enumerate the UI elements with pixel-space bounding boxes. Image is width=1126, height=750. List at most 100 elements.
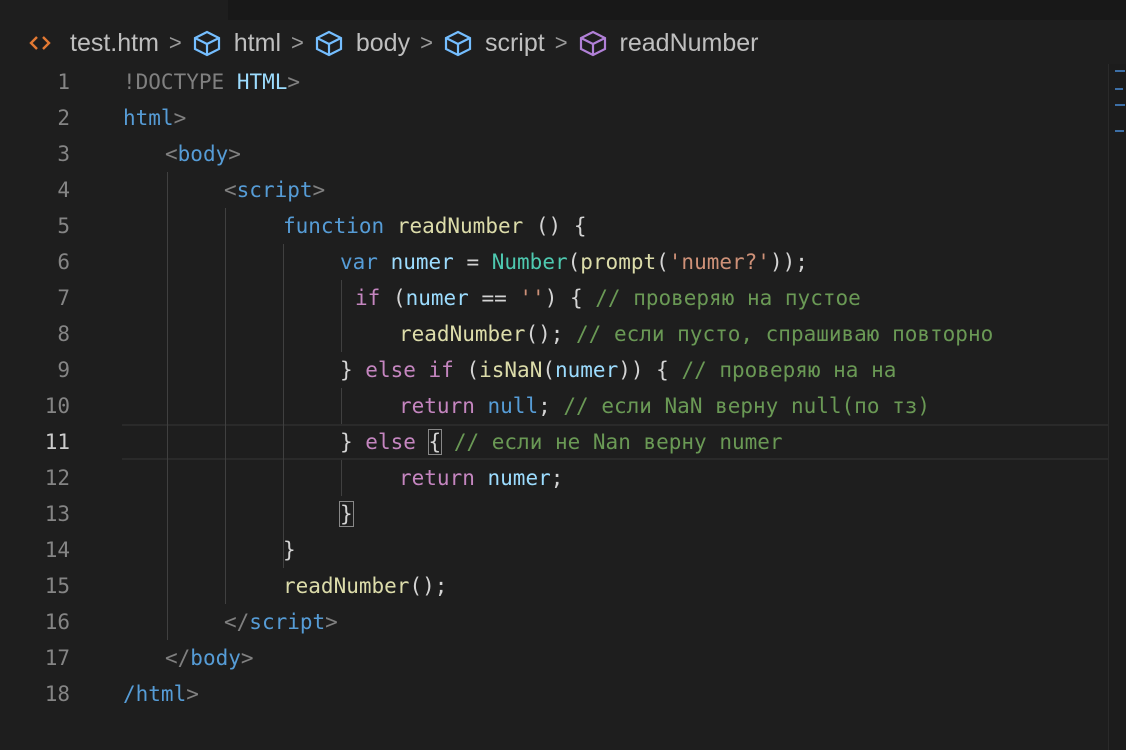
token: numer	[405, 286, 469, 310]
code-text: var numer = Number(prompt('numer?'));	[340, 244, 808, 280]
code-text: </body>	[165, 640, 254, 676]
line-number: 8	[57, 322, 70, 346]
breadcrumb: test.htm > html > body > script > readNu…	[28, 26, 759, 60]
breadcrumb-label: test.htm	[70, 28, 159, 57]
token: numer	[487, 466, 551, 490]
code-line[interactable]: 6 var numer = Number(prompt('numer?'));	[0, 244, 1108, 280]
token: HTML	[236, 70, 288, 94]
current-line-highlight	[122, 424, 1108, 460]
token: numer	[555, 358, 619, 382]
token	[416, 430, 429, 454]
code-line[interactable]: 14 }	[0, 532, 1108, 568]
token	[441, 430, 454, 454]
token: 'numer?'	[668, 250, 770, 274]
code-text: readNumber(); // если пусто, спрашиваю п…	[399, 316, 993, 352]
breadcrumb-item-html[interactable]: html	[192, 29, 281, 58]
token: =	[453, 250, 492, 274]
cube-icon	[314, 29, 348, 57]
token: (	[453, 358, 480, 382]
code-text: } else if (isNaN(numer)) { // проверяю н…	[340, 352, 896, 388]
indent-guide	[283, 244, 284, 568]
tab-bar	[0, 0, 1126, 20]
token: return	[399, 466, 475, 490]
line-number: 3	[57, 142, 70, 166]
breadcrumb-separator: >	[291, 30, 304, 55]
indent-guide	[225, 208, 226, 604]
code-editor[interactable]: 1 !DOCTYPE HTML> 2 html> 3 <body> 4 <scr…	[0, 64, 1108, 750]
code-line[interactable]: 18 /html>	[0, 676, 1108, 712]
code-line[interactable]: 9 } else if (isNaN(numer)) { // проверяю…	[0, 352, 1108, 388]
token: var	[340, 250, 378, 274]
line-number: 7	[57, 286, 70, 310]
code-line[interactable]: 16 </script>	[0, 604, 1108, 640]
token: body	[190, 646, 241, 670]
indent-guide	[341, 280, 342, 352]
line-number: 12	[44, 466, 70, 490]
token: isNaN	[479, 358, 543, 382]
code-line[interactable]: 17 </body>	[0, 640, 1108, 676]
code-line[interactable]: 8 readNumber(); // если пусто, спрашиваю…	[0, 316, 1108, 352]
token: >	[186, 682, 199, 706]
token: else	[365, 358, 416, 382]
code-line[interactable]: 4 <script>	[0, 172, 1108, 208]
code-line[interactable]: 5 function readNumber () {	[0, 208, 1108, 244]
code-text: <script>	[224, 172, 325, 208]
token: >	[240, 646, 254, 670]
code-line[interactable]: 2 html>	[0, 100, 1108, 136]
token: ));	[769, 250, 808, 274]
code-line[interactable]: 12 return numer;	[0, 460, 1108, 496]
token: // если NaN верну null(по тз)	[563, 394, 931, 418]
matching-bracket: }	[339, 501, 354, 527]
breadcrumb-item-readnumber[interactable]: readNumber	[578, 29, 759, 58]
token	[475, 394, 488, 418]
cube-icon	[443, 29, 477, 57]
token: (	[567, 250, 581, 274]
code-line[interactable]: 3 <body>	[0, 136, 1108, 172]
code-line[interactable]: 1 !DOCTYPE HTML>	[0, 64, 1108, 100]
token: // если пусто, спрашиваю повторно	[576, 322, 994, 346]
token: )) {	[618, 358, 682, 382]
token: >	[173, 106, 187, 130]
code-line-active[interactable]: 11 } else { // если не Nan верну numer	[0, 424, 1108, 460]
token: (	[656, 250, 669, 274]
token: }	[283, 538, 296, 562]
token: readNumber	[283, 574, 410, 598]
breadcrumb-label: body	[355, 28, 411, 57]
token: ;	[550, 466, 564, 490]
breadcrumb-item-file[interactable]: test.htm	[28, 29, 159, 58]
code-text: /html>	[123, 676, 199, 712]
token: // если не Nan верну numer	[453, 430, 783, 454]
line-number: 11	[44, 430, 70, 454]
code-text: if (numer == '') { // проверяю на пустое	[355, 280, 861, 316]
token: // проверяю на пустое	[595, 286, 861, 310]
token: script	[249, 610, 326, 634]
breadcrumb-separator: >	[420, 30, 433, 55]
line-number: 15	[44, 574, 70, 598]
token	[378, 250, 391, 274]
cube-icon	[192, 29, 226, 57]
code-line[interactable]: 13 }	[0, 496, 1108, 532]
breadcrumb-item-body[interactable]: body	[314, 29, 410, 58]
token: prompt	[580, 250, 657, 274]
breadcrumb-item-script[interactable]: script	[443, 29, 545, 58]
code-line[interactable]: 10 return null; // если NaN верну null(п…	[0, 388, 1108, 424]
line-number: 17	[44, 646, 70, 670]
line-number: 14	[44, 538, 70, 562]
token: </	[165, 646, 191, 670]
code-line[interactable]: 7 if (numer == '') { // проверяю на пуст…	[0, 280, 1108, 316]
token: (	[542, 358, 555, 382]
method-cube-icon	[578, 29, 612, 57]
token: }	[340, 430, 366, 454]
indent-guide	[341, 460, 342, 496]
token: ();	[409, 574, 448, 598]
token: html	[123, 106, 174, 130]
token: Number	[491, 250, 568, 274]
line-number: 2	[57, 106, 70, 130]
breadcrumb-separator: >	[554, 30, 568, 55]
token: >	[325, 610, 338, 634]
minimap-line	[1115, 70, 1125, 72]
code-line[interactable]: 15 readNumber();	[0, 568, 1108, 604]
code-text: return null; // если NaN верну null(по т…	[399, 388, 930, 424]
minimap[interactable]	[1108, 64, 1126, 750]
active-tab-area[interactable]	[0, 0, 228, 20]
